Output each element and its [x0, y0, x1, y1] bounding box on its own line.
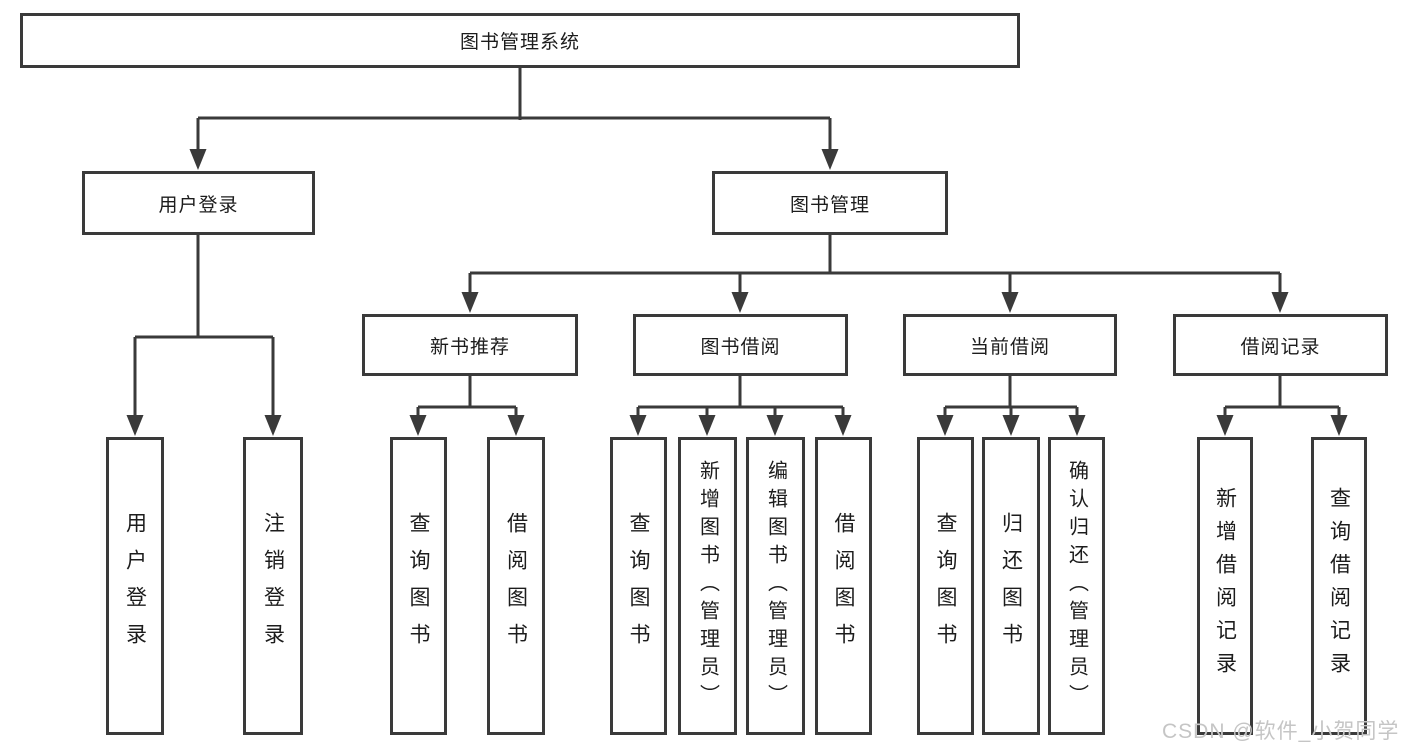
node-return-books: 归还图书	[982, 437, 1040, 735]
node-add-borrow-record: 新增借阅记录	[1197, 437, 1253, 735]
node-label: 借阅图书	[504, 512, 528, 660]
node-current-borrowing: 当前借阅	[903, 314, 1117, 376]
watermark: CSDN @软件_小贺同学	[1162, 720, 1400, 743]
node-borrow-books: 借阅图书	[487, 437, 545, 735]
node-label: 查询借阅记录	[1327, 487, 1351, 685]
node-label: 编辑图书（管理员）	[764, 460, 787, 712]
node-query-books: 查询图书	[390, 437, 447, 735]
node-query-borrow-record: 查询借阅记录	[1311, 437, 1367, 735]
node-label: 新增图书（管理员）	[696, 460, 719, 712]
node-label: 图书借阅	[700, 336, 781, 358]
node-label: 确认归还（管理员）	[1065, 460, 1088, 712]
node-confirm-return-admin: 确认归还（管理员）	[1048, 437, 1105, 735]
node-label: 用户登录	[123, 512, 147, 660]
node-label: 归还图书	[999, 512, 1023, 660]
node-label: 查询图书	[627, 512, 650, 660]
node-query-books-2: 查询图书	[610, 437, 667, 735]
node-new-book-recommendation: 新书推荐	[362, 314, 578, 376]
node-label: 当前借阅	[969, 336, 1050, 358]
node-edit-books-admin: 编辑图书（管理员）	[746, 437, 805, 735]
node-user-login-leaf: 用户登录	[106, 437, 164, 735]
node-book-management: 图书管理	[712, 171, 948, 235]
node-label: 查询图书	[407, 512, 430, 660]
node-logout: 注销登录	[243, 437, 303, 735]
node-label: 注销登录	[261, 512, 285, 660]
node-label: 图书管理系统	[459, 32, 580, 53]
node-label: 用户登录	[158, 194, 239, 216]
node-label: 查询图书	[934, 512, 957, 660]
node-label: 借阅图书	[832, 512, 855, 660]
node-borrowing-records: 借阅记录	[1173, 314, 1388, 376]
node-label: 借阅记录	[1240, 336, 1321, 358]
node-book-borrowing: 图书借阅	[633, 314, 848, 376]
node-label: 图书管理	[789, 194, 870, 216]
node-label: 新增借阅记录	[1213, 487, 1237, 685]
node-query-books-3: 查询图书	[917, 437, 974, 735]
node-label: 新书推荐	[429, 336, 510, 358]
node-borrow-books-2: 借阅图书	[815, 437, 872, 735]
node-library-system: 图书管理系统	[20, 13, 1020, 68]
node-add-books-admin: 新增图书（管理员）	[678, 437, 737, 735]
node-user-login: 用户登录	[82, 171, 315, 235]
